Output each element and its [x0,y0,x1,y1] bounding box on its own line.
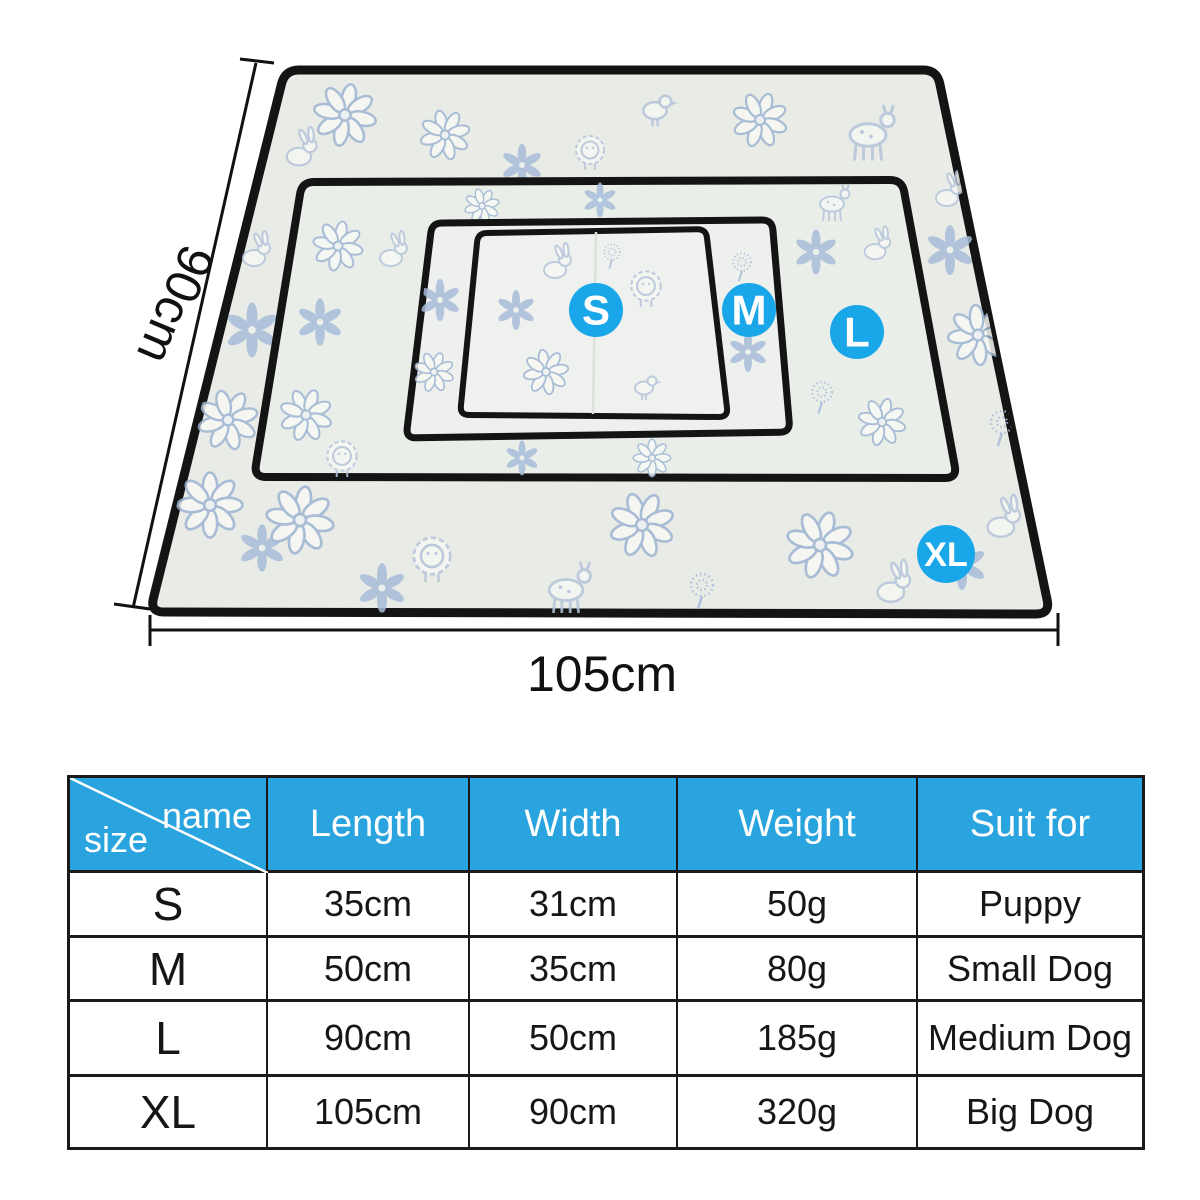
height-dimension-top-tick [239,57,275,65]
cell-length-xl: 105cm [268,1077,470,1147]
cell-weight-s: 50g [678,873,918,938]
height-dimension-bottom-tick [113,602,151,611]
size-badge-s-label: S [582,287,610,334]
size-badge-m-circle [722,283,776,337]
cell-length-l: 90cm [268,1002,470,1077]
header-length: Length [268,778,470,873]
size-badge-xl-circle [917,525,975,583]
header-width: Width [470,778,678,873]
cell-suit-xl: Big Dog [965,1091,1095,1132]
size-badge-l-circle [830,305,884,359]
cell-size-m: M [70,938,268,1002]
size-badge-l: L [830,305,884,359]
corner-label-size: size [84,819,149,860]
corner-diagonal-line [70,778,268,873]
cell-weight-xl: 320g [678,1077,918,1147]
cell-suit-l: Medium Dog [918,1002,1142,1077]
size-badge-l-label: L [844,309,870,356]
cell-width-m: 35cm [470,938,678,1002]
cell-size-xl: XL [70,1077,268,1147]
width-dimension-line [148,613,1060,646]
size-badge-m-label: M [732,287,767,334]
cell-weight-l: 185g [678,1002,918,1077]
height-dimension-line [113,57,275,611]
corner-label-name: name [161,795,252,836]
header-weight: Weight [678,778,918,873]
cell-size-s: S [70,873,268,938]
size-badge-xl: XL [917,525,975,583]
nested-mats-diagram: 90cm 105cm S M L XL [113,57,1060,702]
size-badge-s: S [569,283,623,337]
cell-size-l: L [70,1002,268,1077]
cell-width-xl: 90cm [470,1077,678,1147]
size-badge-xl-label: XL [924,536,967,574]
cell-length-m: 50cm [268,938,470,1002]
width-label: 105cm [527,646,677,702]
cell-suit-m: Small Dog [918,938,1142,1002]
header-suit-for: Suit for [918,778,1142,873]
cell-weight-m: 80g [678,938,918,1002]
size-badge-s-circle [569,283,623,337]
cell-length-s: 35cm [268,873,470,938]
cell-width-l: 50cm [470,1002,678,1077]
size-table: name size Length Width Weight Suit for S… [67,775,1145,1150]
cell-suit-s: Puppy [918,873,1142,938]
cell-width-s: 31cm [470,873,678,938]
size-badge-m: M [722,283,776,337]
table-corner-cell: name size [70,778,268,873]
